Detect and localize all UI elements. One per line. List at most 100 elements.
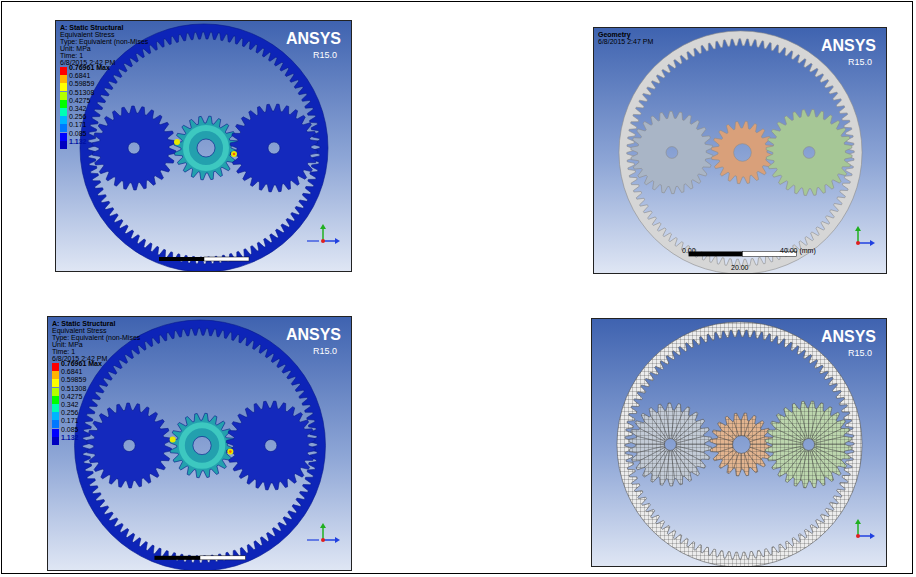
version-label: R15.0: [313, 347, 337, 356]
axis-x: [856, 241, 860, 245]
mesh-radial: [813, 448, 837, 467]
plot-info: Type: Equivalent (non-Mises: [52, 334, 140, 341]
axis-z: [307, 539, 319, 540]
legend-swatch: [52, 429, 59, 437]
mesh-radial: [727, 452, 736, 465]
legend-value: 0.342: [69, 105, 87, 112]
axis-y-head: [855, 226, 861, 231]
legend-swatch: [60, 75, 67, 83]
scale-value: 40.00 (mm): [780, 247, 816, 254]
mesh-radial: [776, 429, 804, 442]
sun-gear: [711, 121, 773, 183]
mesh-radial: [749, 430, 762, 439]
axis-y-head: [320, 224, 326, 229]
legend-swatch: [52, 371, 59, 379]
mesh-radial: [637, 446, 665, 453]
axis-z-head: [335, 238, 340, 244]
legend-swatch: [52, 404, 59, 412]
axis-z: [858, 535, 872, 537]
axis-y: [322, 526, 324, 540]
legend-swatch: [60, 108, 67, 116]
stress-panel: A: Static StructuralEquivalent StressTyp…: [47, 316, 352, 571]
mesh-radial: [810, 450, 817, 480]
mesh-radial: [640, 447, 665, 460]
mesh-radial: [801, 409, 808, 439]
mesh-radial: [812, 416, 831, 440]
mesh-radial: [637, 436, 665, 443]
scale-bar: [154, 556, 200, 560]
brand-name: ANSYS: [286, 327, 341, 343]
legend-value: 0.4275: [61, 393, 82, 400]
scale-bar: [204, 257, 249, 261]
stress-hotspot: [231, 151, 237, 157]
mesh-radial: [786, 449, 805, 473]
planet-gear: [766, 109, 852, 195]
mesh-radial: [747, 452, 756, 465]
ring-gear: [619, 31, 862, 274]
mesh-radial: [718, 437, 733, 442]
mesh-radial: [651, 416, 667, 440]
legend-value: 0.342: [61, 401, 79, 408]
mesh-radial: [676, 446, 704, 453]
gear-mesh-lines: [765, 401, 852, 488]
mesh-radial: [721, 450, 734, 459]
legend-value: 0.6841: [61, 368, 82, 375]
mesh-radial: [721, 430, 734, 439]
legend-value: 0.256: [61, 409, 79, 416]
stress-hotspot: [174, 139, 180, 145]
gear-mesh: [592, 319, 887, 567]
axis-z: [323, 240, 337, 242]
scale-value: 0.00: [682, 247, 696, 254]
mesh-radial: [808, 450, 809, 481]
mesh-radial: [671, 450, 674, 478]
ring-gear: [75, 320, 326, 571]
plot-info: Unit: MPa: [60, 45, 91, 52]
gear-geometry: [594, 28, 887, 274]
plot-info: Equivalent Stress: [52, 327, 106, 334]
mesh-radial: [675, 422, 696, 441]
mesh-radial: [773, 446, 803, 453]
mesh-radial: [644, 448, 665, 467]
plot-info: Unit: MPa: [52, 341, 83, 348]
legend-value: 0.085: [69, 130, 87, 137]
legend-swatch: [60, 100, 67, 108]
brand-name: ANSYS: [821, 38, 876, 54]
legend-swatch: [52, 420, 59, 428]
legend-value: 0.76961 Max: [61, 360, 102, 367]
mesh-radial: [750, 447, 765, 452]
planet-gear: [631, 111, 713, 193]
ring-gear: [617, 322, 862, 567]
axis-z: [858, 242, 872, 244]
axis-y: [857, 522, 859, 536]
mesh-radial: [741, 453, 742, 469]
mesh-radial: [676, 436, 704, 443]
legend-swatch: [60, 141, 67, 149]
sun-gear: [710, 413, 773, 476]
mesh-radial: [674, 449, 690, 473]
mesh-radial: [674, 416, 690, 440]
legend-value: 0.59859: [69, 80, 94, 87]
legend-value: 0.59859: [61, 376, 86, 383]
planet-gear: [226, 401, 315, 490]
mesh-radial: [750, 437, 765, 442]
mesh-radial: [640, 428, 665, 441]
mesh-radial: [780, 422, 804, 441]
mesh-panel: ANSYSR15.0: [591, 318, 887, 567]
axis-z: [307, 240, 319, 241]
version-label: R15.0: [848, 58, 872, 67]
mesh-radial: [812, 449, 831, 473]
mesh-radial: [666, 410, 669, 438]
axis-y: [857, 229, 859, 243]
legend-value: 1.132: [61, 434, 79, 441]
axis-x: [321, 538, 325, 542]
legend-swatch: [52, 379, 59, 387]
mesh-radial: [786, 416, 805, 440]
legend-swatch: [52, 412, 59, 420]
mesh-radial: [734, 421, 739, 436]
legend-value: 1.132: [69, 138, 87, 145]
plot-info: Type: Equivalent (non-Mises: [60, 38, 148, 45]
mesh-radial: [750, 444, 766, 445]
plot-info: A: Static Structural: [52, 320, 115, 327]
version-label: R15.0: [313, 51, 337, 60]
planet-gear: [629, 403, 712, 486]
